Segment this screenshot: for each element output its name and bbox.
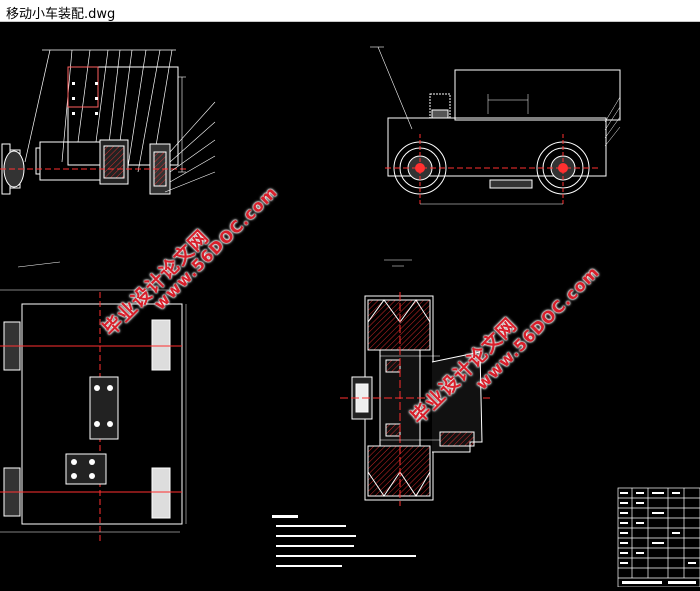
technical-notes bbox=[270, 513, 470, 591]
top-right-view bbox=[370, 46, 621, 205]
title-bar: 移动小车装配.dwg bbox=[0, 0, 700, 22]
drawing-svg bbox=[0, 46, 700, 587]
title-block bbox=[617, 487, 700, 587]
cad-canvas[interactable] bbox=[0, 22, 700, 587]
top-left-view bbox=[0, 49, 216, 195]
notes-lines bbox=[272, 515, 416, 567]
section-view bbox=[340, 259, 490, 506]
window-title: 移动小车装配.dwg bbox=[6, 7, 116, 22]
bottom-left-view bbox=[0, 261, 187, 542]
